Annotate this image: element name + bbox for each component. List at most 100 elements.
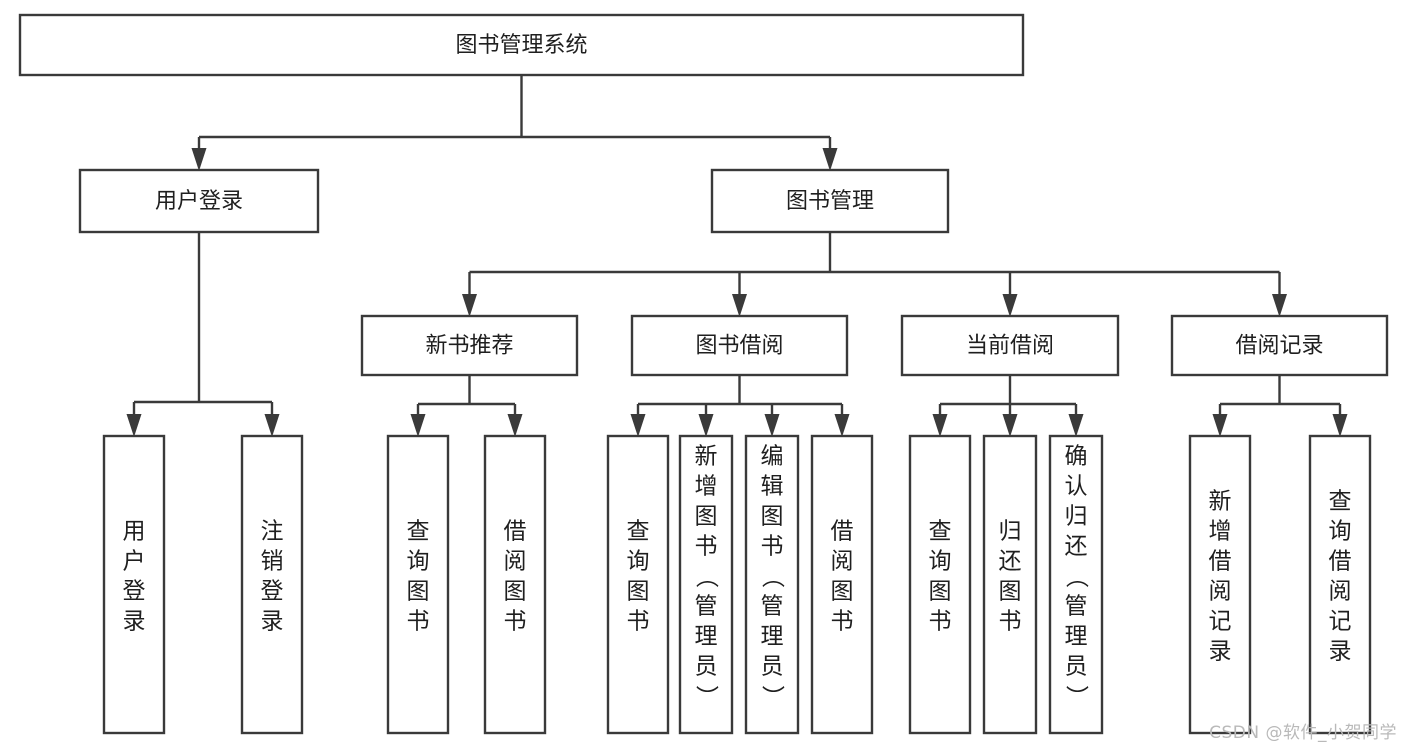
node-label-char: 记 [1209, 609, 1232, 635]
arrow-head-icon [126, 414, 142, 437]
node-current-borrow[interactable]: 当前借阅 [900, 314, 1120, 377]
node-label-char: 书 [695, 534, 718, 560]
node-label-char: 还 [999, 549, 1022, 575]
node-label-char: 归 [1065, 504, 1088, 530]
node-user-login-group[interactable]: 用户登录 [78, 168, 320, 234]
node-label-char: 员 [695, 654, 718, 680]
node-label-char: 新 [695, 444, 718, 470]
node-label-char: 询 [627, 549, 650, 575]
node-box [1048, 434, 1104, 735]
node-label-char: 阅 [504, 549, 527, 575]
node-label-char: 理 [1065, 624, 1088, 650]
node-box [1170, 314, 1389, 377]
node-label-char: 户 [123, 549, 146, 575]
arrow-head-icon [1002, 414, 1018, 437]
arrow-head-icon [834, 414, 850, 437]
node-label-char: 录 [123, 609, 146, 635]
node-box [744, 434, 800, 735]
node-label-char: 记 [1329, 609, 1352, 635]
arrow-head-icon [1212, 414, 1228, 437]
node-label-char: 认 [1065, 474, 1088, 500]
node-label-char: 归 [999, 519, 1022, 545]
node-box [360, 314, 579, 377]
node-label-char: 增 [1209, 519, 1232, 545]
node-label-char: 管 [695, 594, 718, 620]
node-label-char: （ [1063, 565, 1089, 588]
node-box [900, 314, 1120, 377]
node-box [710, 168, 950, 234]
node-label-char: 登 [261, 579, 284, 605]
node-label-char: 借 [831, 519, 854, 545]
node-label-char: 查 [929, 519, 952, 545]
node-label-char: 询 [929, 549, 952, 575]
node-label-char: 图 [504, 579, 527, 605]
node-label: 用户登录 [155, 189, 243, 214]
node-label-char: 新 [1209, 489, 1232, 515]
node-box [386, 434, 450, 735]
node-box [630, 314, 849, 377]
node-label-char: 销 [261, 549, 284, 575]
node-box [678, 434, 734, 735]
node-label-char: 理 [695, 624, 718, 650]
node-label-char: 书 [831, 609, 854, 635]
arrow-head-icon [191, 148, 207, 171]
node-label-char: 阅 [1209, 579, 1232, 605]
node-label-char: 借 [1329, 549, 1352, 575]
node-label-char: 理 [761, 624, 784, 650]
node-label-char: 还 [1065, 534, 1088, 560]
node-leaf-user-login[interactable]: 用户登录 [102, 434, 166, 735]
node-root[interactable]: 图书管理系统 [18, 13, 1025, 77]
arrow-head-icon [507, 414, 523, 437]
node-label-char: ） [1063, 685, 1089, 708]
arrow-head-icon [932, 414, 948, 437]
node-label-char: 书 [504, 609, 527, 635]
node-label-char: （ [693, 565, 719, 588]
node-label-char: 图 [929, 579, 952, 605]
arrow-head-icon [630, 414, 646, 437]
node-box [483, 434, 547, 735]
node-label-char: 查 [627, 519, 650, 545]
arrow-head-icon [410, 414, 426, 437]
node-box [908, 434, 972, 735]
node-label-char: 注 [261, 519, 284, 545]
arrow-head-icon [1272, 294, 1287, 317]
arrow-head-icon [462, 294, 477, 317]
node-label-char: 图 [999, 579, 1022, 605]
node-label-char: 图 [407, 579, 430, 605]
arrow-head-icon [1068, 414, 1084, 437]
node-label-char: 录 [261, 609, 284, 635]
node-borrow-record[interactable]: 借阅记录 [1170, 314, 1389, 377]
arrow-head-icon [1002, 294, 1018, 317]
node-box [78, 168, 320, 234]
node-label: 借阅记录 [1235, 334, 1323, 359]
node-box [240, 434, 304, 735]
node-label-char: 书 [627, 609, 650, 635]
node-label-char: 录 [1209, 639, 1232, 665]
node-label-char: 图 [831, 579, 854, 605]
node-book-manage-group[interactable]: 图书管理 [710, 168, 950, 234]
node-label: 图书管理系统 [455, 33, 587, 58]
node-label-char: 辑 [761, 474, 784, 500]
node-label-char: 管 [761, 594, 784, 620]
node-new-book-recommend[interactable]: 新书推荐 [360, 314, 579, 377]
node-box [18, 13, 1025, 77]
node-label-char: 查 [1329, 489, 1352, 515]
node-book-borrow[interactable]: 图书借阅 [630, 314, 849, 377]
node-label-char: 借 [1209, 549, 1232, 575]
node-box [810, 434, 874, 735]
node-label-char: ） [693, 685, 719, 708]
